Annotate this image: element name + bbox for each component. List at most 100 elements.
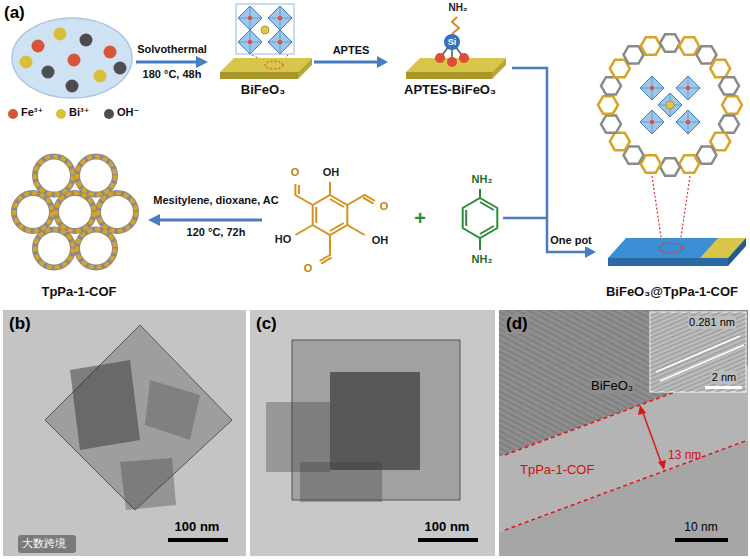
cof-shell	[598, 34, 742, 175]
text-label: OH	[323, 166, 340, 179]
precursor-ellipse	[12, 18, 132, 98]
reaction-arrow	[196, 56, 208, 68]
cof-shell	[660, 158, 680, 175]
cof-shell	[719, 77, 739, 94]
cof-framework	[98, 193, 136, 231]
tem-image	[45, 325, 232, 510]
cof-shell	[610, 133, 630, 150]
bifeo3-slab	[220, 58, 312, 72]
text-label: TpPa-1-COF	[520, 462, 594, 478]
legend-swatch	[56, 109, 66, 119]
hrtem-image	[505, 365, 748, 455]
trialdehyde-monomer	[316, 199, 344, 231]
perovskite-core	[652, 176, 690, 244]
text-label: O	[291, 166, 300, 179]
text-label: 100 nm	[175, 519, 220, 535]
perovskite-core	[640, 76, 700, 244]
trialdehyde-monomer	[295, 182, 375, 264]
composite-slab	[608, 238, 746, 258]
cof-shell	[719, 116, 739, 133]
cof-shell	[722, 96, 742, 113]
node-caption: APTES-BiFeO₃	[404, 82, 496, 98]
cof-shell	[660, 34, 680, 51]
hrtem-image	[658, 460, 666, 470]
aptes-molecule	[459, 53, 469, 63]
composite-slab	[728, 238, 746, 266]
text-label: 10 nm	[684, 520, 717, 534]
node-caption: BiFeO₃	[241, 82, 285, 98]
text-label: (d)	[505, 314, 529, 334]
legend-text: OH⁻	[117, 106, 139, 119]
precursor-ellipse	[42, 66, 55, 79]
hrtem-image	[638, 405, 646, 415]
cof-framework	[98, 193, 136, 231]
perovskite-crystal	[238, 30, 262, 54]
aptes-slab	[406, 58, 506, 72]
cof-shell	[679, 155, 699, 172]
text-label: +	[414, 206, 426, 230]
bifeo3-slab	[220, 72, 298, 79]
lattice-inset	[656, 336, 740, 372]
trialdehyde-monomer	[295, 184, 312, 205]
perovskite-crystal	[236, 4, 294, 63]
reaction-arrow	[148, 214, 160, 226]
cof-framework	[56, 193, 94, 231]
lattice-inset	[650, 312, 746, 392]
precursor-ellipse	[68, 54, 81, 67]
tem-image	[145, 380, 200, 440]
figure-node: TpPa-1-COF	[5, 146, 153, 302]
composite-slab	[659, 243, 683, 253]
aptes-slab	[406, 72, 492, 79]
text-label: NH₂	[449, 2, 468, 14]
cof-shell	[601, 116, 621, 133]
cof-shell	[679, 37, 699, 54]
precursor-ellipse	[20, 56, 33, 69]
bifeo3-slab	[265, 61, 283, 69]
text-label: 13 nm	[668, 448, 701, 462]
cof-framework	[77, 157, 115, 195]
text-label: Si	[448, 37, 457, 48]
text-label: 大数跨境	[22, 537, 66, 550]
precursor-ellipse	[32, 40, 45, 53]
tem-image	[300, 462, 382, 502]
cof-shell	[601, 77, 621, 94]
cof-framework	[35, 229, 73, 267]
legend-text: Bi³⁺	[69, 106, 89, 119]
cof-framework	[14, 193, 52, 231]
reaction-arrow	[148, 214, 262, 226]
edge-label: APTES	[332, 44, 371, 57]
text-label: NH₂	[472, 253, 493, 266]
cof-framework	[77, 229, 115, 267]
arrow-head	[585, 246, 596, 258]
cof-framework	[35, 157, 73, 195]
connector	[314, 56, 388, 68]
bifeo3-slab	[220, 58, 312, 79]
tem-image	[3, 310, 246, 556]
cof-shell	[641, 155, 661, 172]
perovskite-crystal	[236, 4, 294, 54]
aptes-molecule	[444, 34, 460, 50]
diamine-monomer	[466, 202, 494, 234]
edge-label: One pot	[549, 234, 593, 247]
reaction-arrow	[158, 219, 262, 222]
reaction-arrow	[136, 61, 198, 64]
text-label: 2 nm	[711, 371, 737, 384]
bifeo3-slab	[298, 58, 312, 79]
perovskite-crystal	[261, 26, 269, 34]
cof-shell	[710, 60, 730, 77]
diamine-monomer	[479, 189, 481, 250]
text-label: NH₂	[472, 173, 493, 186]
aptes-slab	[406, 58, 506, 79]
cof-shell	[624, 46, 644, 63]
precursor-ellipse	[54, 28, 67, 41]
lattice-inset	[650, 312, 746, 392]
composite-slab	[608, 238, 746, 266]
lattice-inset	[705, 386, 742, 389]
connector-line	[314, 61, 379, 64]
aptes-molecule	[447, 57, 457, 67]
legend-text: Fe³⁺	[21, 106, 43, 119]
perovskite-crystal	[268, 30, 292, 54]
text-label: 100 nm	[425, 519, 470, 535]
tem-image	[418, 538, 478, 542]
